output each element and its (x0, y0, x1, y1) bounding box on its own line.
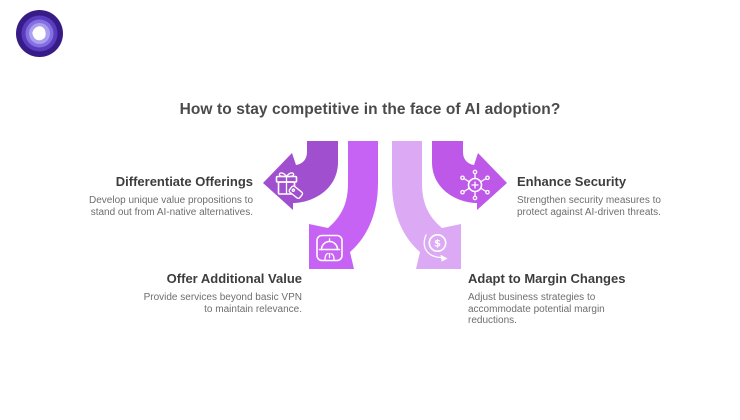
item-offer-additional-value: Offer Additional Value Provide services … (102, 271, 302, 315)
gift-tag-icon (275, 172, 304, 200)
item-description: Develop unique value propositions to sta… (89, 195, 253, 218)
dollar-decrease-icon: $ (423, 234, 448, 262)
item-enhance-security: Enhance Security Strengthen security mea… (517, 174, 712, 218)
item-heading: Offer Additional Value (166, 271, 302, 286)
item-heading: Differentiate Offerings (115, 174, 253, 189)
arrow-diagram: $ (263, 141, 507, 269)
arrow-differentiate-offerings (263, 141, 338, 210)
dollar-glyph: $ (434, 239, 441, 250)
logo-play-mark-icon (32, 26, 46, 41)
arrow-enhance-security (432, 141, 507, 210)
item-description: Provide services beyond basic VPN to mai… (143, 292, 302, 315)
item-heading: Enhance Security (517, 174, 627, 189)
threat-network-icon (460, 169, 490, 201)
item-heading: Adapt to Margin Changes (468, 271, 626, 286)
item-description: Adjust business strategies to accommodat… (468, 292, 605, 326)
item-description: Strengthen security measures to protect … (517, 195, 661, 218)
item-differentiate-offerings: Differentiate Offerings Develop unique v… (53, 174, 253, 218)
decrease-arrowhead (440, 254, 448, 262)
brand-logo (16, 10, 63, 57)
service-cloche-icon (316, 234, 343, 262)
page-title: How to stay competitive in the face of A… (179, 101, 561, 118)
arrow-offer-additional-value (309, 141, 378, 269)
item-adapt-margin-changes: Adapt to Margin Changes Adjust business … (468, 271, 653, 327)
